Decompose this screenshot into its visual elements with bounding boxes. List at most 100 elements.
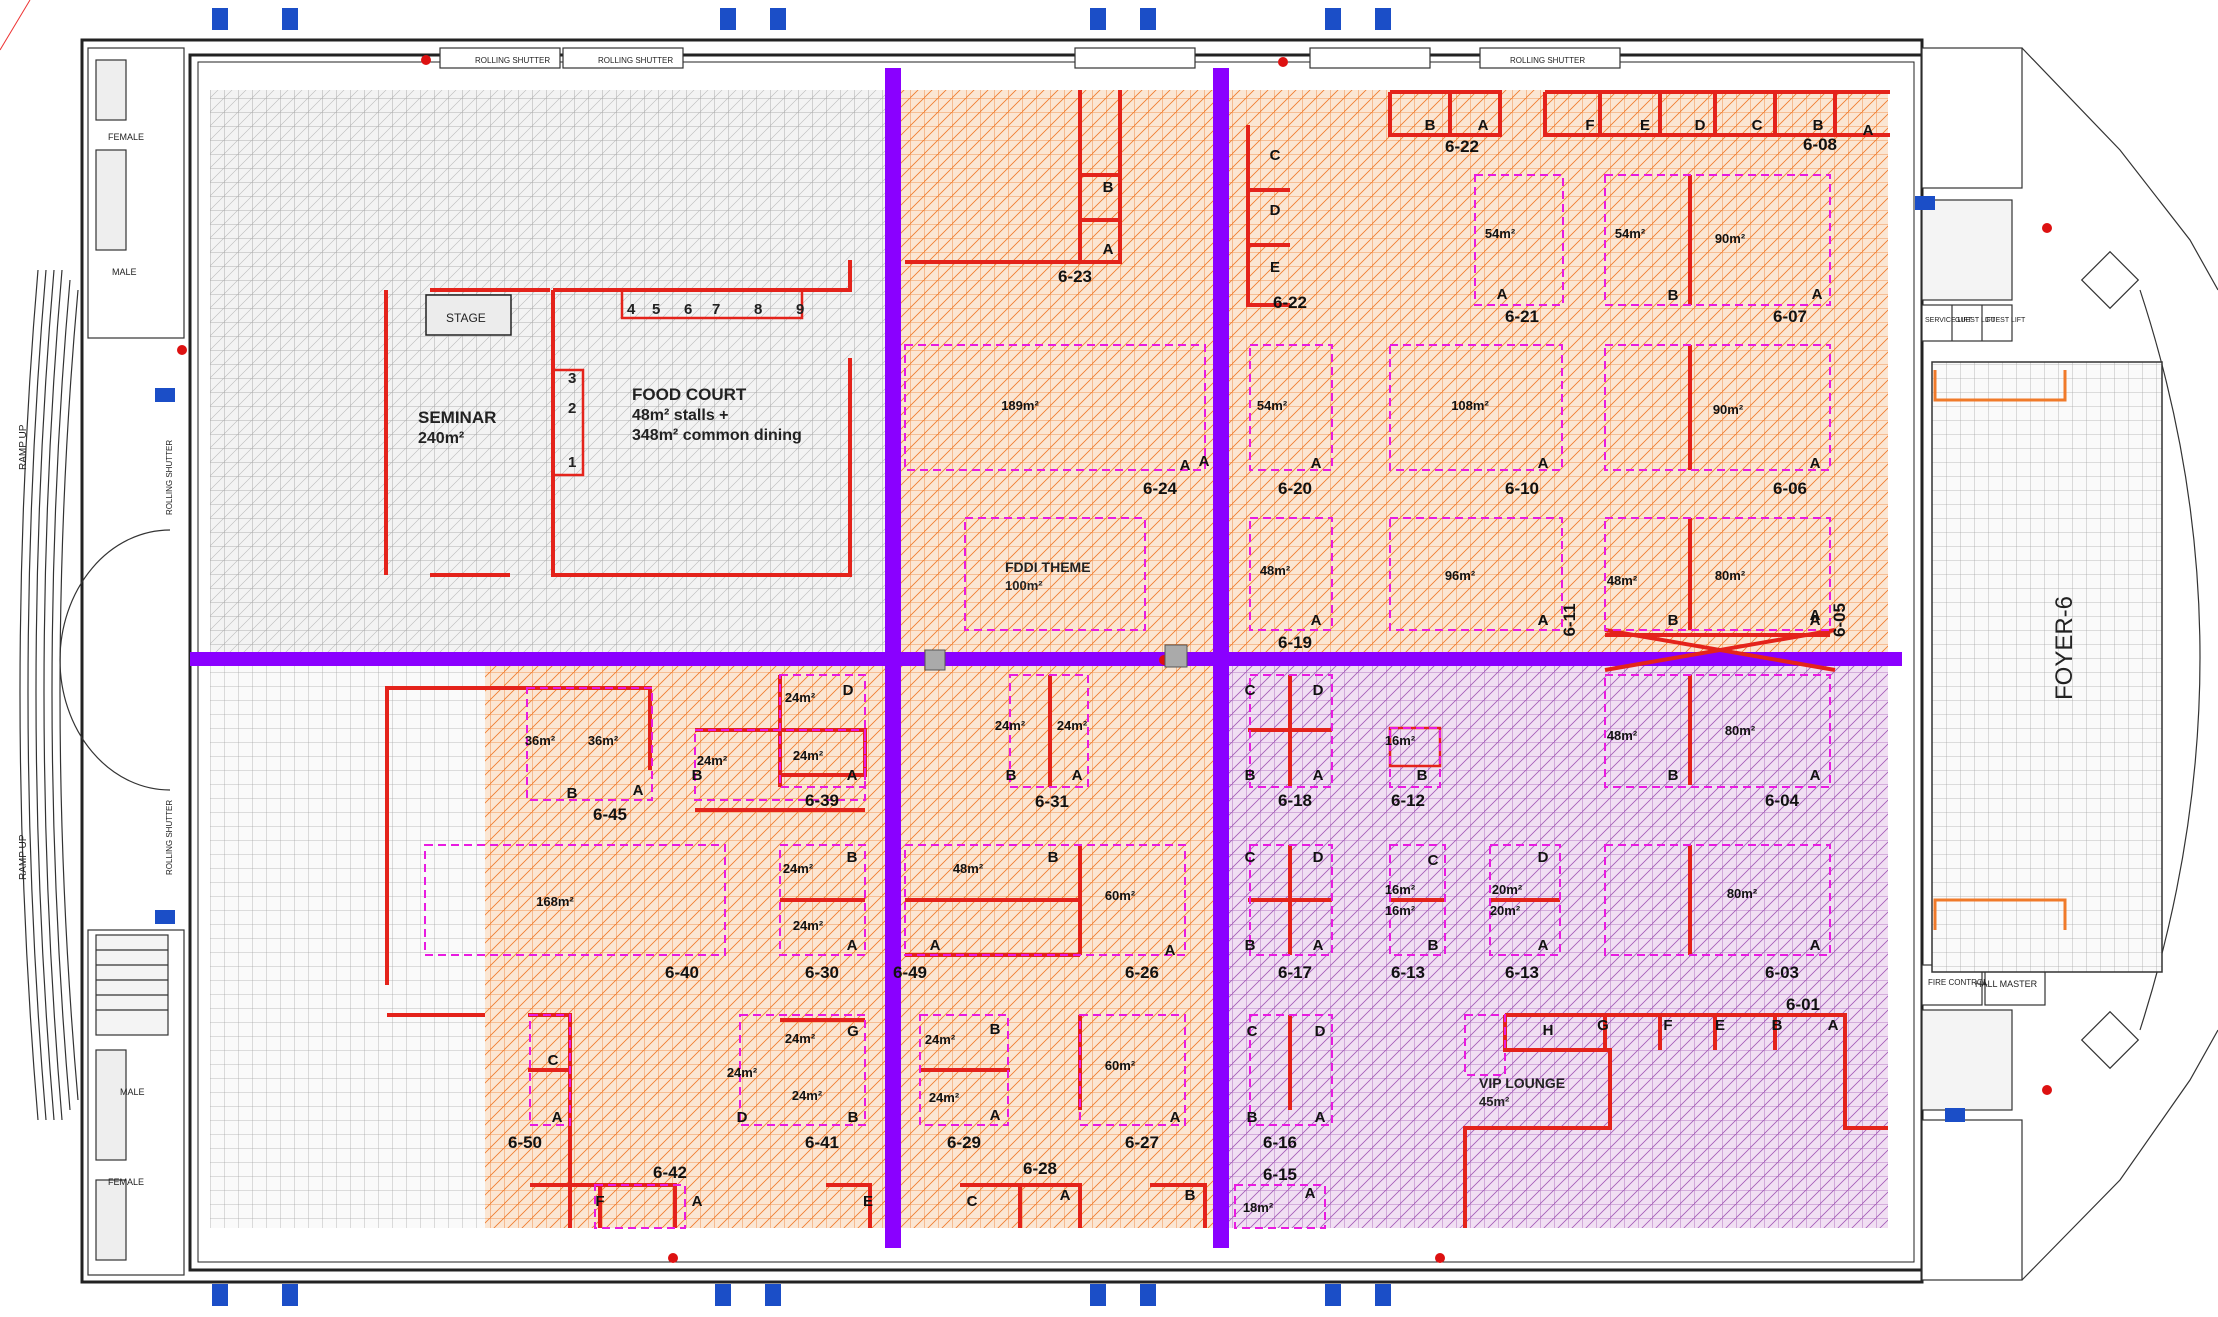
stall-letter-13: E bbox=[1270, 259, 1280, 276]
booth-id-31: 6-29 bbox=[947, 1133, 981, 1152]
rolling-shutters-top bbox=[439, 47, 1621, 69]
rolling-shutter-label-3: ROLLING SHUTTER bbox=[1510, 56, 1585, 65]
food-stall-numbers: 4 5 6 7 8 9 3 2 1 bbox=[568, 301, 804, 471]
fddi-theme-area: 100m² bbox=[1005, 578, 1043, 593]
stall-letter-42: B bbox=[1048, 849, 1059, 866]
booth-id-33: 6-16 bbox=[1263, 1133, 1297, 1152]
main-aisles bbox=[190, 68, 1902, 1248]
area-label-28: 16m² bbox=[1385, 903, 1416, 918]
area-label-12: 24m² bbox=[785, 690, 816, 705]
column-marker bbox=[924, 649, 946, 671]
area-label-32: 24m² bbox=[785, 1031, 816, 1046]
seminar-area: 240m² bbox=[418, 430, 464, 447]
stall-letter-41: A bbox=[1810, 607, 1821, 624]
stall-letter-77: C bbox=[967, 1193, 978, 1210]
stall-letter-6: C bbox=[1752, 117, 1763, 134]
stall-letter-75: A bbox=[692, 1193, 703, 1210]
stall-walls bbox=[384, 90, 1890, 1228]
stall-letter-23: A bbox=[1810, 612, 1821, 629]
booth-id-21: 6-30 bbox=[805, 963, 839, 982]
area-label-20: 48m² bbox=[1607, 728, 1638, 743]
area-label-10: 48m² bbox=[1607, 573, 1638, 588]
seminar-title: SEMINAR bbox=[418, 408, 496, 427]
stall-letter-46: A bbox=[930, 937, 941, 954]
stall-letter-25: A bbox=[1199, 453, 1210, 470]
stall-letter-79: B bbox=[1185, 1187, 1196, 1204]
booth-id-34: 6-42 bbox=[653, 1163, 687, 1182]
area-label-31: 80m² bbox=[1727, 886, 1758, 901]
area-label-27: 16m² bbox=[1385, 882, 1416, 897]
area-label-35: 24m² bbox=[925, 1032, 956, 1047]
stall-letter-39: B bbox=[1668, 767, 1679, 784]
stall-letter-67: A bbox=[990, 1107, 1001, 1124]
stall-letter-31: A bbox=[847, 767, 858, 784]
booth-id-30: 6-41 bbox=[805, 1133, 839, 1152]
booth-id-35: 6-28 bbox=[1023, 1159, 1057, 1178]
stall-letter-8: A bbox=[1863, 122, 1874, 139]
booth-id-6: 6-07 bbox=[1773, 307, 1807, 326]
foyer-title: FOYER-6 bbox=[2051, 596, 2078, 700]
area-label-4: 90m² bbox=[1715, 231, 1746, 246]
stall-letter-68: B bbox=[848, 1109, 859, 1126]
food-stall-4: 4 bbox=[627, 301, 636, 318]
area-label-8: 48m² bbox=[1260, 563, 1291, 578]
rolling-shutter-label-2: ROLLING SHUTTER bbox=[598, 56, 673, 65]
stall-letter-59: E bbox=[1715, 1017, 1725, 1034]
stall-letter-57: G bbox=[1597, 1017, 1609, 1034]
foyer-area bbox=[1931, 361, 2163, 973]
booth-id-13: 6-05 bbox=[1830, 603, 1849, 637]
male-label-top-left: MALE bbox=[112, 267, 137, 277]
booth-id-3: 6-23 bbox=[1058, 267, 1092, 286]
stall-letter-56: H bbox=[1543, 1022, 1554, 1039]
food-court-title: FOOD COURT bbox=[632, 385, 747, 404]
booth-id-5: 6-21 bbox=[1505, 307, 1539, 326]
stall-letter-71: D bbox=[1315, 1023, 1326, 1040]
food-stall-3: 3 bbox=[568, 370, 576, 387]
fire-point-icons bbox=[177, 55, 2052, 1263]
area-label-38: 18m² bbox=[1243, 1200, 1274, 1215]
area-label-25: 48m² bbox=[953, 861, 984, 876]
area-label-14: 24m² bbox=[995, 718, 1026, 733]
booth-id-28: 6-01 bbox=[1786, 995, 1820, 1014]
ramp-up-label-bottom: RAMP UP bbox=[18, 834, 29, 880]
area-label-24: 24m² bbox=[793, 918, 824, 933]
stall-letter-61: A bbox=[1828, 1017, 1839, 1034]
area-label-2: 54m² bbox=[1485, 226, 1516, 241]
area-label-6: 90m² bbox=[1713, 402, 1744, 417]
stall-letter-44: B bbox=[847, 849, 858, 866]
stall-letter-28: B bbox=[567, 785, 578, 802]
fire-control-label: FIRE CONTROL bbox=[1928, 978, 1988, 987]
stall-letter-38: B bbox=[1417, 767, 1428, 784]
booth-id-23: 6-26 bbox=[1125, 963, 1159, 982]
area-label-33: 24m² bbox=[727, 1065, 758, 1080]
stall-letter-80: A bbox=[1305, 1185, 1316, 1202]
area-label-22: 168m² bbox=[536, 894, 574, 909]
stall-letter-73: A bbox=[1315, 1109, 1326, 1126]
ramp-up-label-top: RAMP UP bbox=[18, 424, 29, 470]
area-label-18: 24m² bbox=[1057, 718, 1088, 733]
area-label-16: 36m² bbox=[588, 733, 619, 748]
stall-letter-78: A bbox=[1060, 1187, 1071, 1204]
stall-letter-65: D bbox=[737, 1109, 748, 1126]
stall-letter-72: B bbox=[1247, 1109, 1258, 1126]
guest-lift-1-label: GUEST LIFT bbox=[1955, 317, 1996, 324]
stall-letter-22: A bbox=[1180, 457, 1191, 474]
booth-id-18: 6-12 bbox=[1391, 791, 1425, 810]
booth-id-11: 6-19 bbox=[1278, 633, 1312, 652]
food-stall-8: 8 bbox=[754, 301, 762, 318]
area-label-30: 20m² bbox=[1490, 903, 1521, 918]
food-stall-6: 6 bbox=[684, 301, 692, 318]
booth-id-25: 6-13 bbox=[1391, 963, 1425, 982]
booth-id-19: 6-04 bbox=[1765, 791, 1800, 810]
food-stall-5: 5 bbox=[652, 301, 660, 318]
booth-id-9: 6-10 bbox=[1505, 479, 1539, 498]
booth-id-7: 6-24 bbox=[1143, 479, 1178, 498]
stall-letter-34: C bbox=[1245, 682, 1256, 699]
stall-letter-32: B bbox=[1006, 767, 1017, 784]
stall-letter-18: A bbox=[1538, 455, 1549, 472]
right-service-block bbox=[1921, 47, 2218, 1281]
stall-letter-40: A bbox=[1810, 767, 1821, 784]
stall-letter-37: A bbox=[1313, 767, 1324, 784]
rolling-shutter-label-left-1: ROLLING SHUTTER bbox=[165, 440, 174, 515]
